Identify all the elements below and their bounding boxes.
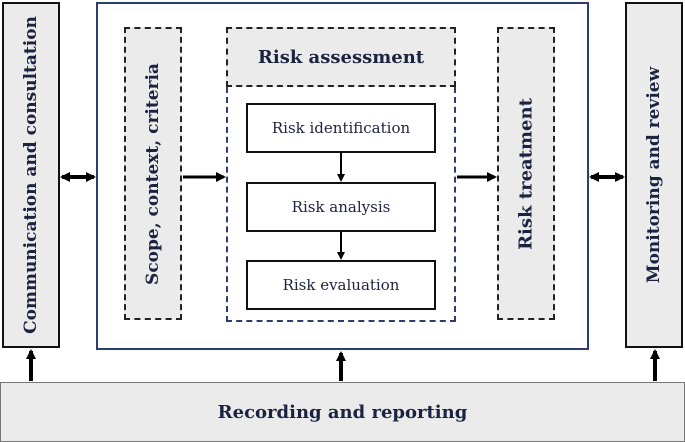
risk-evaluation-label: Risk evaluation bbox=[282, 276, 400, 294]
scope-context-criteria-box: Scope, context, criteria bbox=[124, 27, 182, 320]
risk-analysis-label: Risk analysis bbox=[291, 198, 391, 216]
risk-evaluation-box: Risk evaluation bbox=[246, 260, 436, 310]
risk-assessment-header: Risk assessment bbox=[226, 27, 456, 87]
risk-assessment-container bbox=[226, 87, 456, 322]
monitoring-review-box: Monitoring and review bbox=[625, 2, 683, 348]
process-frame bbox=[96, 2, 589, 350]
risk-identification-label: Risk identification bbox=[271, 119, 411, 137]
risk-analysis-box: Risk analysis bbox=[246, 182, 436, 232]
assessment-label: Risk assessment bbox=[257, 46, 425, 68]
communication-consultation-box: Communication and consultation bbox=[2, 2, 60, 348]
recording-label: Recording and reporting bbox=[217, 401, 468, 423]
risk-treatment-box: Risk treatment bbox=[497, 27, 555, 320]
risk-identification-box: Risk identification bbox=[246, 103, 436, 153]
